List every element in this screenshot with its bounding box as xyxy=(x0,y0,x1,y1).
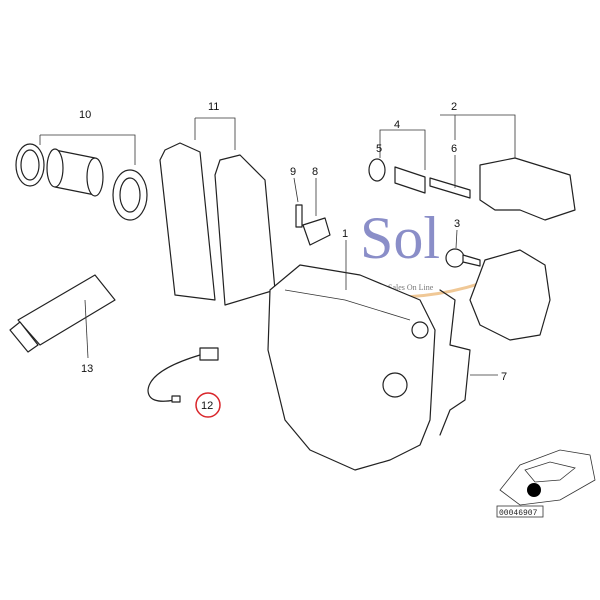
part-7-spring[interactable] xyxy=(439,289,498,436)
label-2: 2 xyxy=(451,101,457,113)
watermark-text: Sol xyxy=(360,205,440,271)
part-3-bolt[interactable] xyxy=(445,229,481,268)
part-10-piston-seals[interactable] xyxy=(15,134,148,221)
part-2-caliper-carrier[interactable] xyxy=(440,114,576,341)
part-4-5-6-guide-bolts[interactable] xyxy=(368,129,471,199)
diagram-code: 00046907 xyxy=(499,509,538,518)
watermark-tagline: Sales On Line xyxy=(388,283,434,292)
label-12: 12 xyxy=(201,400,213,412)
label-1: 1 xyxy=(342,228,348,240)
label-3: 3 xyxy=(454,218,460,230)
part-9-8-bleeder[interactable] xyxy=(293,177,331,246)
label-5: 5 xyxy=(376,143,382,155)
vehicle-location-thumbnail: 00046907 xyxy=(496,449,596,518)
part-1-brake-caliper[interactable] xyxy=(267,240,436,471)
label-6: 6 xyxy=(451,143,457,155)
label-11: 11 xyxy=(208,101,219,113)
label-10: 10 xyxy=(79,109,91,121)
label-7: 7 xyxy=(501,371,507,383)
part-11-brake-pads[interactable] xyxy=(159,117,276,306)
part-12-wear-sensor[interactable] xyxy=(147,347,221,418)
label-9: 9 xyxy=(290,166,296,178)
highlight-circle xyxy=(195,392,221,418)
label-4: 4 xyxy=(394,119,400,131)
label-8: 8 xyxy=(312,166,318,178)
part-13-grease-tube[interactable] xyxy=(9,274,116,359)
label-13: 13 xyxy=(81,363,93,375)
